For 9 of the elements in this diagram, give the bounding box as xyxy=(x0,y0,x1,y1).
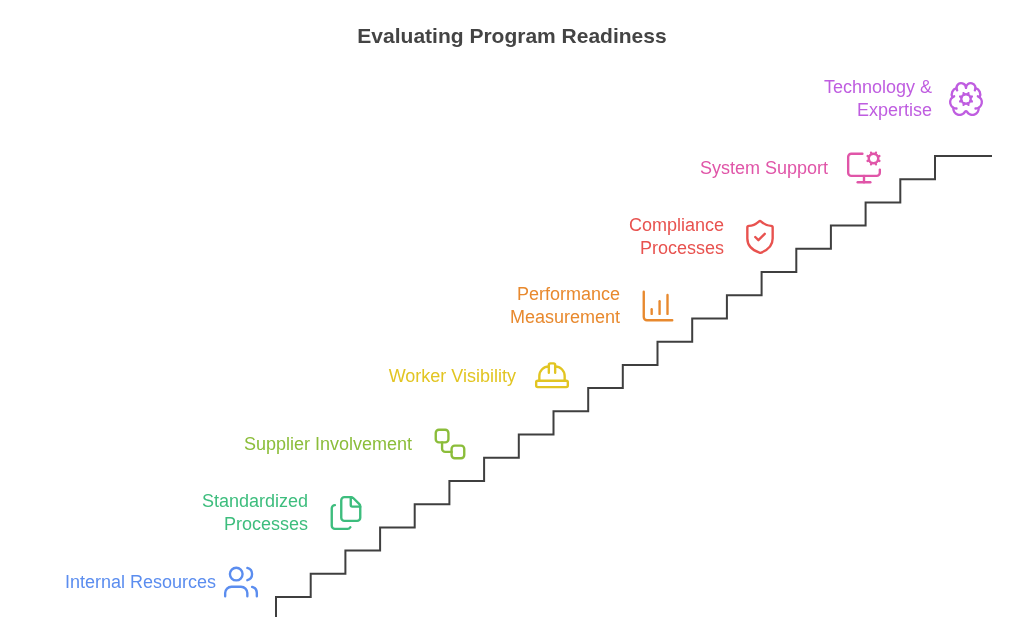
title: Evaluating Program Readiness xyxy=(357,24,667,48)
step-label: Performance Measurement xyxy=(508,283,620,329)
step-label: Internal Resources xyxy=(64,570,216,594)
step-label: System Support xyxy=(699,156,828,180)
step-label: Supplier Involvement xyxy=(243,432,412,456)
step-label: Worker Visibility xyxy=(388,364,516,388)
step-label: Compliance Processes xyxy=(627,214,724,260)
step-label: Standardized Processes xyxy=(200,490,308,536)
step-label: Technology & Expertise xyxy=(822,76,932,122)
